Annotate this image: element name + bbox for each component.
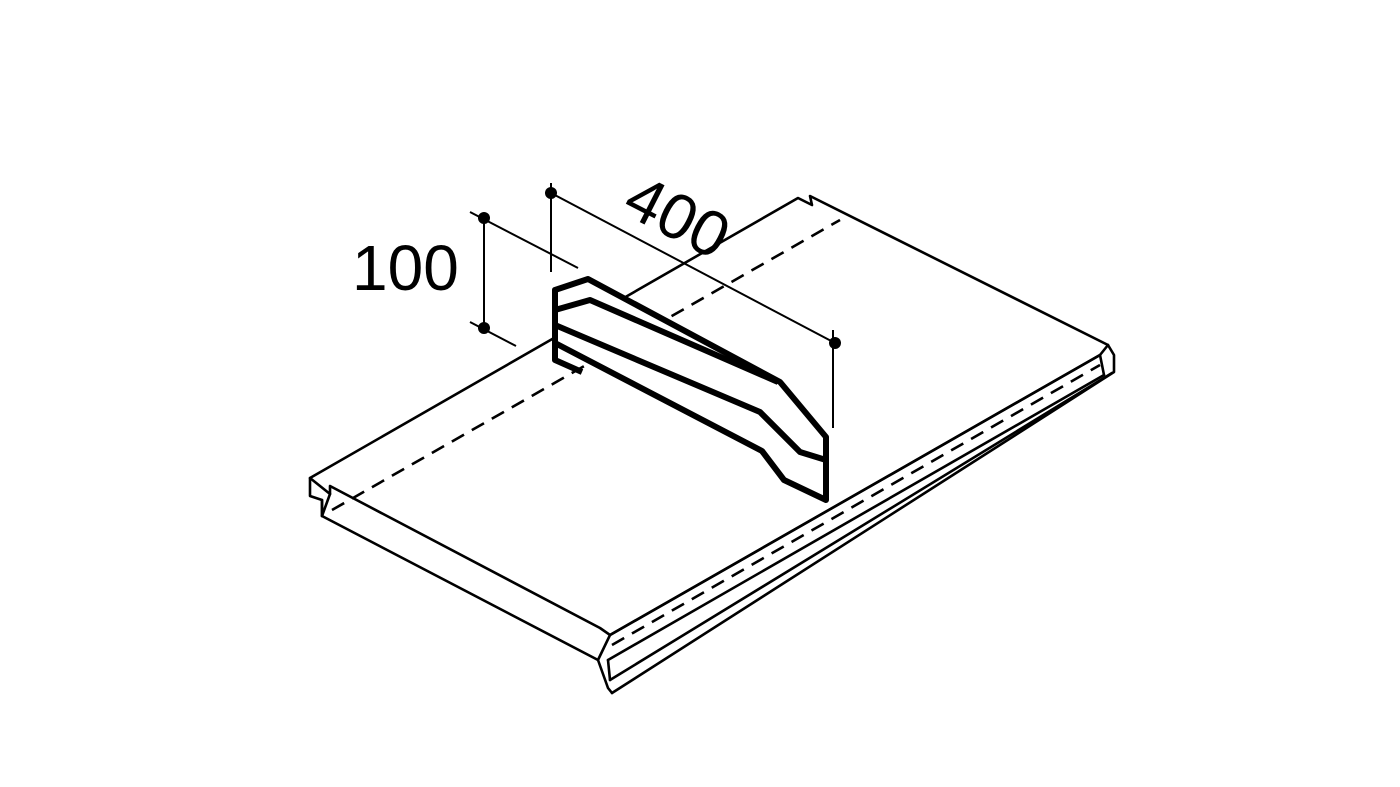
- shelf-hidden-line-back: [331, 218, 841, 512]
- shelf-right-lip-4: [610, 343, 1116, 695]
- height-dim-dot-top: [478, 212, 490, 224]
- shelf-right-lip-2: [606, 373, 1106, 662]
- height-dim-label: 100: [352, 232, 459, 304]
- shelf-front-edge: [320, 492, 332, 518]
- width-dim-line: [550, 192, 836, 344]
- divider-part: [552, 276, 829, 503]
- width-dim-dot-right: [829, 337, 841, 349]
- shelf-right-lip-3: [608, 371, 1114, 682]
- shelf-left-lip: [308, 476, 614, 695]
- shelf-right-lip-1: [608, 353, 1102, 637]
- shelf-hidden-line-front: [611, 363, 1101, 647]
- divider-body: [552, 276, 829, 503]
- width-dim-label: 400: [614, 160, 742, 273]
- shelf-front-corner: [596, 633, 612, 682]
- divider-middle-edge: [554, 297, 780, 385]
- height-dim-dot-bottom: [478, 322, 490, 334]
- width-dim-dot-left: [545, 187, 557, 199]
- divider-face-line: [553, 322, 827, 463]
- shelf-panel: [308, 194, 1116, 695]
- shelf-right-end: [1098, 353, 1106, 377]
- height-dimension: 100: [352, 211, 579, 347]
- height-ext-bottom: [469, 321, 517, 347]
- divider-foot: [552, 343, 584, 375]
